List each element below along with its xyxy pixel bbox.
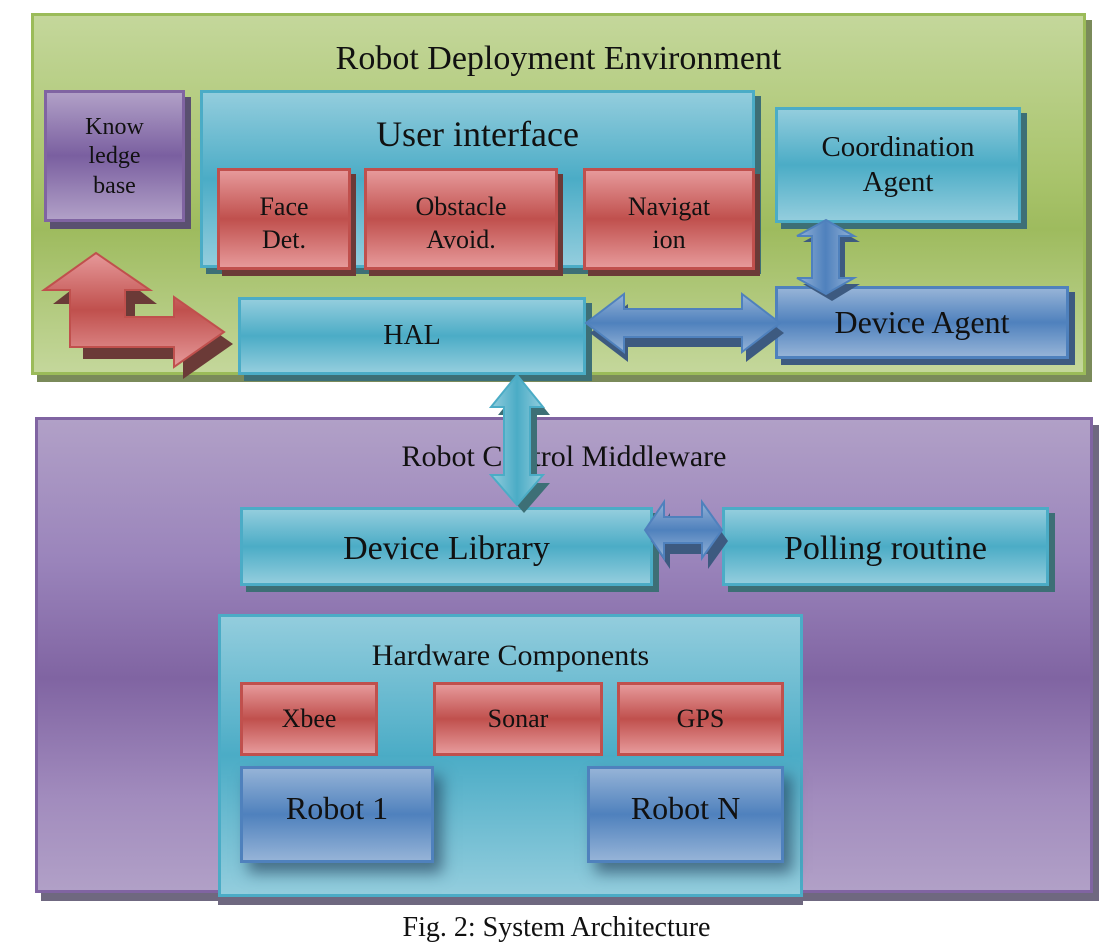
xbee-label: Xbee bbox=[281, 704, 337, 733]
knowledge-base-label: Know ledge base bbox=[47, 113, 182, 201]
face-detection-module[interactable]: Face Det. bbox=[217, 168, 351, 270]
robot-1-label: Robot 1 bbox=[285, 790, 389, 826]
module-label-line: Avoid. bbox=[426, 224, 496, 254]
coordination-agent-line: Agent bbox=[862, 165, 934, 198]
robot-1-box[interactable]: Robot 1 bbox=[240, 766, 434, 863]
device-library-box[interactable]: Device Library bbox=[240, 507, 653, 586]
robot-n-label: Robot N bbox=[630, 790, 741, 826]
coordination-agent-line: Coordination bbox=[821, 131, 975, 163]
library-polling-arrow bbox=[643, 498, 728, 569]
control-middleware-title: Robot Control Middleware bbox=[401, 440, 727, 473]
module-label-line: Obstacle bbox=[415, 192, 507, 221]
polling-routine-label: Polling routine bbox=[783, 530, 988, 567]
module-label-line: Navigat bbox=[627, 192, 711, 221]
coordination-device-agent-arrow bbox=[796, 218, 860, 301]
gps-label: GPS bbox=[676, 704, 725, 733]
coordination-agent-box[interactable]: Coordination Agent bbox=[775, 107, 1021, 223]
knowledge-hal-arrow bbox=[40, 251, 233, 379]
figure-caption: Fig. 2: System Architecture bbox=[402, 912, 711, 943]
hal-device-library-arrow bbox=[488, 373, 550, 513]
hardware-components-title: Hardware Components bbox=[371, 639, 650, 672]
device-agent-box[interactable]: Device Agent bbox=[775, 286, 1069, 359]
sonar-label: Sonar bbox=[487, 704, 549, 733]
module-label-line: ion bbox=[652, 224, 686, 254]
knowledge-base-line: base bbox=[93, 172, 136, 199]
hal-device-agent-arrow bbox=[584, 291, 784, 362]
navigation-module[interactable]: Navigat ion bbox=[583, 168, 755, 270]
gps-device[interactable]: GPS bbox=[617, 682, 784, 756]
module-label-line: Det. bbox=[261, 224, 307, 254]
robot-n-box[interactable]: Robot N bbox=[587, 766, 784, 863]
hal-label: HAL bbox=[383, 320, 441, 351]
knowledge-base-box[interactable]: Know ledge base bbox=[44, 90, 185, 222]
knowledge-base-line: Know bbox=[85, 114, 144, 140]
deployment-environment-title: Robot Deployment Environment bbox=[335, 40, 782, 77]
module-label-line: Face bbox=[259, 192, 309, 221]
device-agent-label: Device Agent bbox=[834, 304, 1010, 340]
knowledge-base-line: ledge bbox=[88, 143, 141, 170]
user-interface-title: User interface bbox=[376, 114, 579, 154]
sonar-device[interactable]: Sonar bbox=[433, 682, 603, 756]
xbee-device[interactable]: Xbee bbox=[240, 682, 378, 756]
hal-box[interactable]: HAL bbox=[238, 297, 586, 375]
obstacle-avoidance-module[interactable]: Obstacle Avoid. bbox=[364, 168, 558, 270]
device-library-label: Device Library bbox=[343, 530, 550, 567]
polling-routine-box[interactable]: Polling routine bbox=[722, 507, 1049, 586]
